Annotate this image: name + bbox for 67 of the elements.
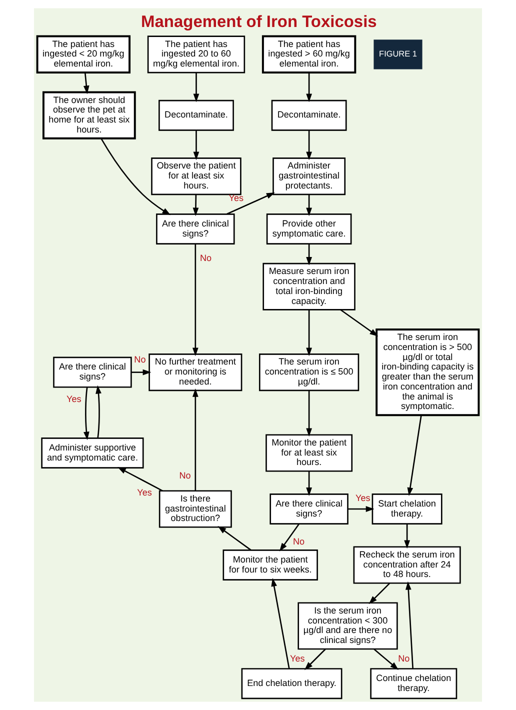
edge-label: Yes [137,487,152,498]
node-box: The serum iron concentration is > 500 µg/dl or total iron-binding capacity is greater than the serum iron concentration and the animal is symptomatic. [376,328,480,416]
diagram-title: Management of Iron Toxicosis [141,13,377,32]
arrow [407,415,422,496]
arrow [83,72,90,94]
node-box: Is the serum iron concentration < 300 µg/dl and are there no clinical signs? [298,602,398,650]
arrow [306,130,312,160]
node-box: Observe the patient for at least six hours. [151,158,242,196]
arrow [304,648,326,670]
node-box: No further treatment or monitoring is needed. [148,354,242,392]
arrow [84,387,90,440]
node-box: Continue chelation therapy. [370,668,458,700]
arrow [96,385,102,438]
arrow [193,72,200,102]
arrow [368,582,390,604]
node-box: Measure serum iron concentration and total iron-binding capacity. [262,262,356,310]
node-box: Monitor the patient for four to six weeks. [222,550,318,580]
arrow [306,390,312,437]
arrow [226,192,275,215]
arrow [271,578,290,669]
arrow [374,648,399,670]
edge-label: Yes [228,192,244,203]
node-box: Is there gastrointestinal obstruction? [158,490,232,528]
arrow [192,244,198,356]
edge-label: No [292,536,305,547]
node-box: Monitor the patient for at least six hours. [266,434,353,472]
edge-label: No [179,470,191,480]
node-box: Decontaminate. [271,100,347,131]
edge-label: Yes [66,394,82,404]
arrow [131,369,152,376]
arrow [306,72,312,102]
arrow [405,581,414,668]
label: FIGURE 1 [379,49,417,58]
arrow [193,130,200,160]
node-box: Are there clinical signs? [53,356,132,388]
node-box: End chelation therapy. [241,668,342,700]
node-box: Are there clinical signs? [270,494,348,524]
node-box: The owner should observe the pet at home for at least six hours. [42,91,136,140]
arrow [306,194,312,216]
node-box: The patient has ingested 20 to 60 mg/kg elemental iron. [147,36,246,74]
arrow [192,194,199,216]
node-box: The patient has ingested < 20 mg/kg elemental iron. [36,35,131,74]
arrow [306,310,312,356]
arrow [100,138,171,216]
arrow [306,244,312,266]
arrow [192,388,198,491]
node-box: Recheck the serum iron concentration after 24 to 48 hours. [353,546,461,584]
arrow [306,471,312,496]
arrow [218,526,252,551]
node-box: The patient has ingested > 60 mg/kg elemental iron. [262,35,356,74]
node-box: Administer gastrointestinal protectants. [272,158,346,196]
node-box: Are there clinical signs? [156,214,235,244]
edge-label: No [398,653,410,664]
edge-label: No [134,354,146,364]
node-box: Decontaminate. [158,100,234,131]
arrow [404,524,410,549]
arrow [117,467,163,492]
node-box: Provide other symptomatic care. [266,214,352,244]
arrow [348,506,374,512]
node-box: The serum iron concentration is ≤ 500 µg/dl. [258,354,360,392]
edge-label: Yes [290,654,305,664]
edge-label: Yes [356,492,370,503]
arrow [340,309,378,336]
node-box: Administer supportive and symptomatic care. [41,438,144,468]
node-box: Start chelation therapy. [372,494,442,524]
arrow [279,524,300,552]
edge-label: No [200,253,212,264]
